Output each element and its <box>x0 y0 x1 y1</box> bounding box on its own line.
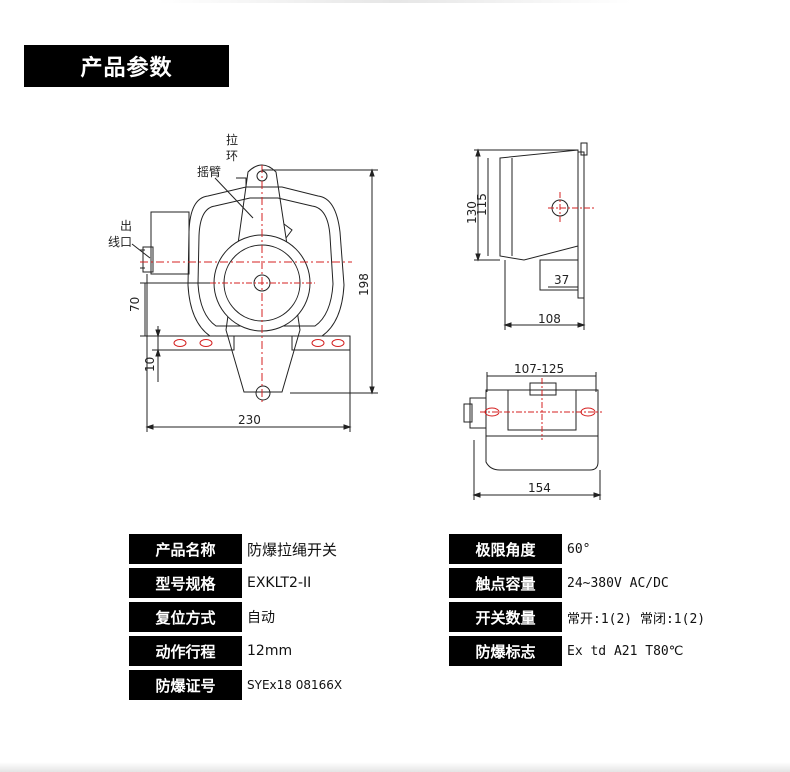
left-mounting-foot <box>157 335 235 351</box>
spec-row-model: 型号规格 EXKLT2-II <box>129 568 417 598</box>
spec-row-certificate: 防爆证号 SYEx18 08166X <box>129 670 417 700</box>
spec-label: 产品名称 <box>129 534 242 564</box>
dim-108: 108 <box>538 312 561 326</box>
arm-pivot-hole <box>255 385 271 401</box>
dim-10: 10 <box>143 357 157 372</box>
section-title: 产品参数 <box>24 45 229 87</box>
spec-row-contact-capacity: 触点容量 24~380V AC/DC <box>449 568 742 598</box>
spec-value: 12mm <box>247 643 293 659</box>
right-mounting-foot <box>291 335 351 351</box>
label-pull-ring-2: 环 <box>226 149 238 163</box>
top-view <box>463 372 602 500</box>
top-pull-block <box>529 382 557 396</box>
spec-value: Ex td A21 T80℃ <box>567 643 684 659</box>
dim-230: 230 <box>238 413 261 427</box>
spec-label: 型号规格 <box>129 568 242 598</box>
dim-37: 37 <box>554 273 569 287</box>
side-arm <box>577 151 585 299</box>
spec-value: 防爆拉绳开关 <box>247 540 338 559</box>
label-rocker-arm: 摇臂 <box>197 165 221 179</box>
spec-row-ex-marking: 防爆标志 Ex td A21 T80℃ <box>449 636 742 666</box>
spec-row-product-name: 产品名称 防爆拉绳开关 <box>129 534 417 564</box>
spec-label: 触点容量 <box>449 568 562 598</box>
cable-outlet-boss <box>150 211 190 275</box>
dim-198: 198 <box>357 273 371 296</box>
cable-gland <box>142 246 154 273</box>
technical-drawing: 拉 环 摇臂 出 线口 70 10 230 198 130 115 37 108… <box>108 132 602 500</box>
top-divider <box>0 0 790 3</box>
spec-label: 动作行程 <box>129 636 242 666</box>
rocker-arm-leader <box>214 177 254 219</box>
spec-value: EXKLT2-II <box>247 575 312 591</box>
label-pull-ring-1: 拉 <box>226 132 238 147</box>
dim-154: 154 <box>528 481 551 495</box>
side-foot <box>539 259 579 291</box>
dim-70: 70 <box>128 297 142 312</box>
spec-label: 防爆证号 <box>129 670 242 700</box>
bottom-divider <box>0 762 790 772</box>
spec-row-limit-angle: 极限角度 60° <box>449 534 742 564</box>
side-view <box>474 142 596 330</box>
rocker-arm <box>225 164 301 393</box>
spec-value: 自动 <box>247 610 275 626</box>
spec-label: 开关数量 <box>449 602 562 632</box>
dim-115: 115 <box>475 193 489 216</box>
spec-table-left: 产品名称 防爆拉绳开关 型号规格 EXKLT2-II 复位方式 自动 动作行程 … <box>129 530 417 704</box>
outlet-leader <box>131 243 151 259</box>
spec-value: 24~380V AC/DC <box>567 575 669 591</box>
top-cover <box>485 436 599 471</box>
dim-130: 130 <box>465 201 479 224</box>
side-housing <box>499 149 579 261</box>
spec-value: 常开:1(2) 常闭:1(2) <box>567 611 706 627</box>
spec-row-action-travel: 动作行程 12mm <box>129 636 417 666</box>
spec-label: 复位方式 <box>129 602 242 632</box>
dim-107-125: 107-125 <box>514 362 564 376</box>
switch-housing <box>187 186 345 337</box>
front-view <box>131 164 378 432</box>
spec-label: 防爆标志 <box>449 636 562 666</box>
spec-value: SYEx18 08166X <box>247 678 343 692</box>
spec-row-switch-count: 开关数量 常开:1(2) 常闭:1(2) <box>449 602 742 632</box>
spec-table-right: 极限角度 60° 触点容量 24~380V AC/DC 开关数量 常开:1(2)… <box>449 530 742 670</box>
spec-row-reset-mode: 复位方式 自动 <box>129 602 417 632</box>
label-outlet-1: 出 <box>120 219 132 233</box>
spec-label: 极限角度 <box>449 534 562 564</box>
label-outlet-2: 线口 <box>108 235 132 249</box>
pull-ring-leader <box>236 177 247 186</box>
spec-value: 60° <box>567 541 591 557</box>
